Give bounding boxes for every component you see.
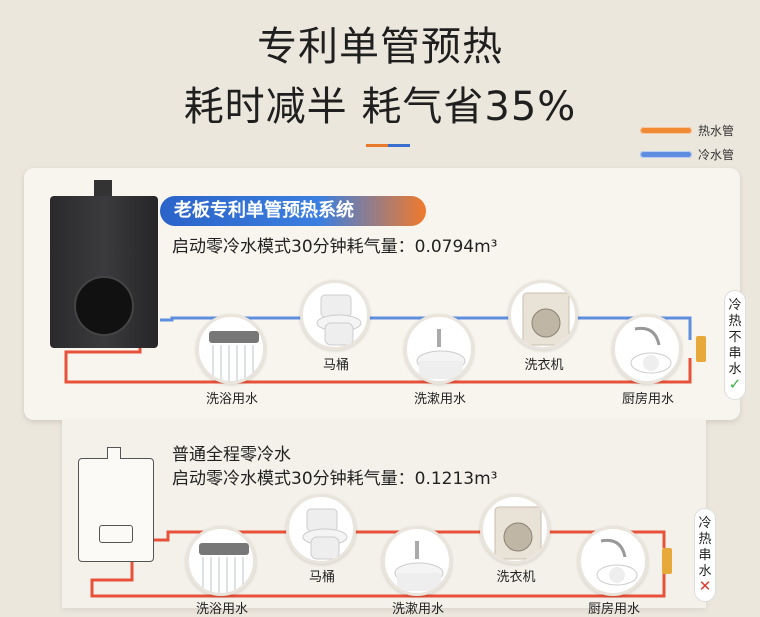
toilet-icon <box>302 508 348 560</box>
system1-side-tag: 冷热不串水 ✓ <box>724 290 746 400</box>
water-heater-outline <box>78 447 154 562</box>
system2-label-washer: 洗衣机 <box>496 569 536 584</box>
toilet-image-2 <box>286 494 356 564</box>
heater-flue-outline <box>107 447 121 459</box>
pipe-legend: 热水管 冷水管 <box>640 118 734 166</box>
water-heater-dark <box>50 180 158 348</box>
system1-label-washbasin: 洗漱用水 <box>413 391 466 406</box>
system2-side-tag: 冷热串水 ✕ <box>694 508 716 602</box>
heater-control-panel <box>74 276 134 336</box>
system1-label-kitchen: 厨房用水 <box>621 391 674 406</box>
heater-display-outline <box>99 525 133 543</box>
toilet-icon <box>316 294 362 346</box>
system2-valve <box>662 548 672 574</box>
system1-label-toilet: 马桶 <box>322 357 349 372</box>
washing-machine-icon <box>522 292 570 346</box>
kitchen-image-2 <box>578 526 648 596</box>
washing-machine-icon <box>494 506 542 560</box>
cross-icon: ✕ <box>698 578 712 595</box>
washbasin-image-2 <box>382 526 452 596</box>
check-icon: ✓ <box>728 376 742 393</box>
washing-machine-image <box>508 280 578 350</box>
legend-hot-label: 热水管 <box>698 123 735 138</box>
system1-label-washer: 洗衣机 <box>524 357 564 372</box>
system1-cold-pipe <box>160 316 692 340</box>
kitchen-sink-icon <box>596 538 638 586</box>
system2-label-toilet: 马桶 <box>308 569 335 584</box>
hot-pipe-swatch <box>640 126 692 134</box>
legend-cold: 冷水管 <box>640 142 734 166</box>
accent-divider <box>366 144 410 147</box>
patent-system-badge: 老板专利单管预热系统 <box>160 196 426 226</box>
washbasin-icon <box>416 329 466 379</box>
washbasin-icon <box>394 541 444 591</box>
legend-hot: 热水管 <box>640 118 734 142</box>
heater-flue <box>94 180 112 196</box>
system2-gas-stat: 启动零冷水模式30分钟耗气量：0.1213m³ <box>172 469 498 489</box>
cold-pipe-swatch <box>640 150 692 158</box>
toilet-image <box>300 280 370 350</box>
kitchen-image <box>612 314 682 384</box>
washbasin-image <box>404 314 474 384</box>
headline-line-2: 耗时减半 耗气省35% <box>183 84 577 130</box>
shower-image-2 <box>186 526 256 596</box>
legend-cold-label: 冷水管 <box>698 147 735 162</box>
kitchen-sink-icon <box>630 326 672 374</box>
system1-label-shower: 洗浴用水 <box>205 391 258 406</box>
system2-side-text: 冷热串水 <box>698 515 712 578</box>
headline-line-1: 专利单管预热 <box>257 24 503 70</box>
system2-title: 普通全程零冷水 <box>172 445 291 465</box>
washing-machine-image-2 <box>480 494 550 564</box>
system1-valve <box>696 336 706 362</box>
system1-side-text: 冷热不串水 <box>728 297 742 376</box>
system2-hot-pipe <box>90 562 666 598</box>
system1-hot-pipe <box>64 348 692 384</box>
shower-image <box>196 314 266 384</box>
system1-gas-stat: 启动零冷水模式30分钟耗气量：0.0794m³ <box>172 237 498 257</box>
system2-cold-pipe <box>154 530 666 548</box>
shower-icon <box>209 331 259 381</box>
